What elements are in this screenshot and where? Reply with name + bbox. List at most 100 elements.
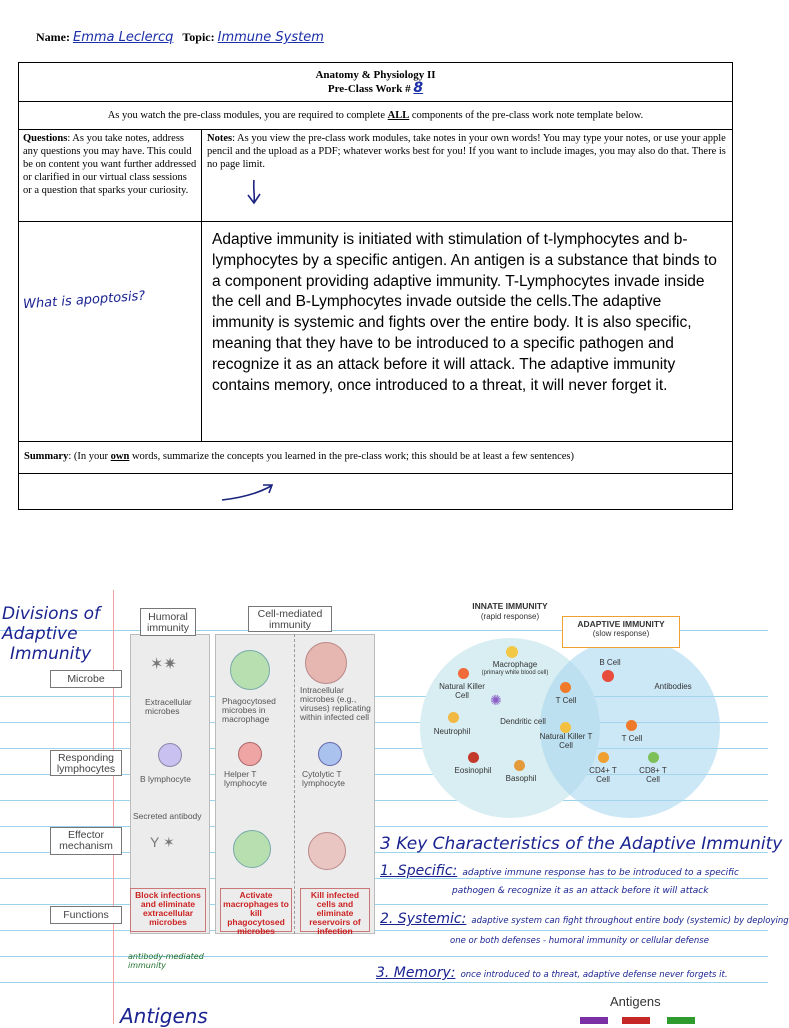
char2-text2: one or both defenses - humoral immunity …: [450, 936, 709, 946]
cell-mediated-header: Cell-mediated immunity: [248, 606, 332, 632]
adaptive-title-box: ADAPTIVE IMMUNITY (slow response): [562, 616, 680, 648]
summary-text-end: words, summarize the concepts you learne…: [129, 451, 574, 462]
title-row: Anatomy & Physiology II Pre-Class Work #…: [19, 63, 732, 101]
row-responding: Responding lymphocytes: [50, 750, 122, 776]
questions-label: Questions: [23, 133, 68, 144]
cd8-label: CD8+ T Cell: [639, 766, 667, 784]
microbe-icon: ✶✷: [150, 656, 177, 673]
infected-cell-icon: [305, 642, 347, 684]
notes-label: Notes: [207, 133, 233, 144]
innate-title: INNATE IMMUNITY: [472, 601, 548, 611]
eosinophil-label: Eosinophil: [454, 766, 492, 775]
function-block: Block infections and eliminate extracell…: [130, 888, 206, 932]
down-arrow-icon: [247, 179, 261, 205]
notebook-page: Divisions of Adaptive Immunity Humoral i…: [0, 580, 789, 1028]
topic-label: Topic:: [182, 30, 215, 44]
char2-head: 2. Systemic:: [380, 911, 467, 927]
nk-t-label: Natural Killer T Cell: [539, 732, 593, 750]
worksheet-table: Anatomy & Physiology II Pre-Class Work #…: [18, 62, 733, 510]
humoral-panel: [130, 634, 210, 934]
function-kill: Kill infected cells and eliminate reserv…: [300, 888, 370, 936]
notes-text: : As you view the pre-class work modules…: [207, 133, 726, 170]
work-number: 8: [413, 80, 424, 96]
adaptive-title: ADAPTIVE IMMUNITY: [577, 619, 665, 629]
char1-text2: pathogen & recognize it as an attack bef…: [452, 886, 709, 896]
handwritten-question: What is apoptosis?: [22, 288, 146, 313]
antigens-heading: Antigens: [120, 1004, 208, 1028]
row-effector: Effector mechanism: [50, 827, 122, 855]
killed-cell-icon: [308, 832, 346, 870]
content-row: What is apoptosis? Adaptive immunity is …: [19, 221, 732, 441]
char1-head: 1. Specific:: [380, 863, 458, 879]
notes-body: Adaptive immunity is initiated with stim…: [212, 231, 717, 394]
intracellular-label: Intracellular microbes (e.g., viruses) r…: [300, 685, 371, 722]
questions-instructions: Questions: As you take notes, address an…: [19, 130, 202, 221]
char3-head: 3. Memory:: [376, 965, 456, 981]
macrophage-label: Macrophage: [492, 660, 538, 669]
nk-cell-label: Natural Killer Cell: [439, 682, 485, 700]
work-label: Pre-Class Work #: [327, 83, 411, 95]
neutrophil-label: Neutrophil: [433, 727, 471, 736]
notes-instructions: Notes: As you view the pre-class work mo…: [202, 130, 732, 221]
header-line: Name: Emma Leclercq Topic: Immune System: [36, 30, 324, 45]
secreted-antibody-label: Secreted antibody: [133, 811, 202, 821]
char2-text: adaptive system can fight throughout ent…: [471, 916, 789, 926]
antigen-green-swatch: [667, 1017, 695, 1024]
title-line-1: Divisions of: [2, 604, 100, 624]
characteristic-3: 3. Memory: once introduced to a threat, …: [376, 962, 728, 981]
phagocytosed-label: Phagocytosed microbes in macrophage: [222, 696, 276, 724]
notes-cell[interactable]: Adaptive immunity is initiated with stim…: [202, 222, 732, 441]
name-label: Name:: [36, 30, 70, 44]
summary-answer-row[interactable]: [19, 473, 732, 509]
macrophage-icon: [230, 650, 270, 690]
basophil-label: Basophil: [505, 774, 537, 783]
intro-bold: ALL: [387, 110, 410, 121]
summary-label: Summary: [24, 451, 69, 462]
dendritic-icon: ✺: [490, 692, 502, 708]
t-cell-label: T Cell: [621, 734, 643, 743]
char1-text: adaptive immune response has to be intro…: [462, 868, 739, 878]
row-microbe: Microbe: [50, 670, 122, 688]
curved-arrow-icon: [221, 484, 274, 501]
title-line-2: Adaptive: [2, 624, 78, 644]
instructions-row: Questions: As you take notes, address an…: [19, 129, 732, 221]
topic-value: Immune System: [217, 30, 324, 45]
antibody-icon: Y ✶: [150, 834, 175, 850]
name-value: Emma Leclercq: [72, 30, 174, 45]
helper-t-icon: [238, 742, 262, 766]
extracellular-label: Extracellular microbes: [145, 697, 192, 716]
title-line-3: Immunity: [10, 644, 92, 664]
row-functions: Functions: [50, 906, 122, 924]
summary-row: Summary: (In your own words, summarize t…: [19, 441, 732, 473]
intro-text: As you watch the pre-class modules, you …: [107, 110, 388, 121]
b-lymphocyte-label: B lymphocyte: [140, 774, 192, 784]
divisions-title: Divisions of Adaptive Immunity: [2, 604, 100, 664]
b-cell-label: B Cell: [599, 658, 621, 667]
summary-bold: own: [110, 451, 130, 462]
humoral-header: Humoral immunity: [140, 608, 196, 636]
macrophage-sublabel: (primary white blood cell): [481, 670, 549, 676]
antibodies-label: Antibodies: [654, 682, 692, 691]
course-title: Anatomy & Physiology II: [315, 69, 436, 81]
cytolytic-t-label: Cytolytic T lymphocyte: [302, 769, 345, 788]
characteristic-2: 2. Systemic: adaptive system can fight t…: [380, 908, 789, 927]
antigen-purple-swatch: [580, 1017, 608, 1024]
venn-diagram: INNATE IMMUNITY (rapid response) ADAPTIV…: [420, 601, 720, 818]
question-cell[interactable]: What is apoptosis?: [19, 222, 202, 441]
innate-subtitle: (rapid response): [480, 612, 540, 621]
function-activate: Activate macrophages to kill phagocytose…: [220, 888, 292, 936]
antigens-legend-label: Antigens: [610, 994, 661, 1009]
activated-macrophage-icon: [233, 830, 271, 868]
dendritic-label: Dendritic cell: [500, 717, 546, 726]
antigen-red-swatch: [622, 1017, 650, 1024]
antibody-note: antibody-mediated immunity: [128, 952, 204, 970]
intro-row: As you watch the pre-class modules, you …: [19, 101, 732, 129]
characteristics-title: 3 Key Characteristics of the Adaptive Im…: [380, 834, 783, 854]
helper-t-label: Helper T lymphocyte: [224, 769, 267, 788]
char3-text: once introduced to a threat, adaptive de…: [460, 970, 728, 980]
intro-text-end: components of the pre-class work note te…: [409, 110, 644, 121]
cytolytic-t-icon: [318, 742, 342, 766]
summary-text: : (In your: [68, 451, 111, 462]
cd4-label: CD4+ T Cell: [589, 766, 617, 784]
characteristic-1: 1. Specific: adaptive immune response ha…: [380, 860, 739, 879]
